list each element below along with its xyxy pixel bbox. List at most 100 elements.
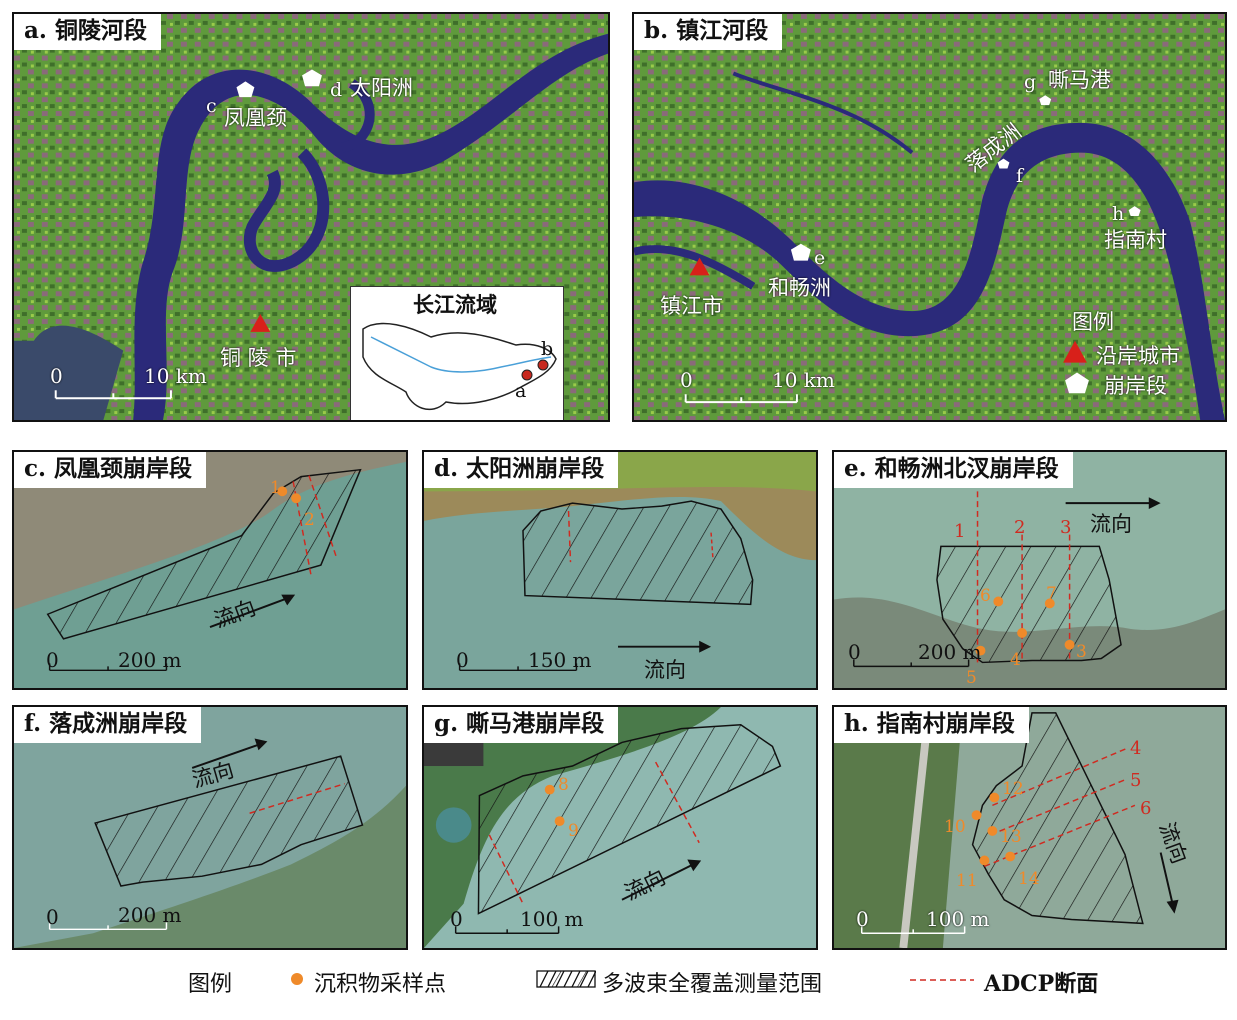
sample-point-8 xyxy=(544,784,555,795)
label-point-12: 12 xyxy=(1002,779,1024,799)
legend-b-bank: 崩岸段 xyxy=(1104,374,1167,398)
panel-f-luochengzhou: f. 落成洲崩岸段 流向 0 200 m xyxy=(12,705,408,950)
label-section-4: 4 xyxy=(1130,738,1142,759)
panel-d-title: d. 太阳洲崩岸段 xyxy=(424,452,619,488)
panel-c-title: c. 凤凰颈崩岸段 xyxy=(14,452,207,488)
scale-g-zero: 0 xyxy=(450,907,463,931)
sample-point-5 xyxy=(975,645,986,656)
label-g-name: 嘶马港 xyxy=(1048,68,1111,92)
scale-c-zero: 0 xyxy=(46,648,59,672)
scale-bar-g xyxy=(454,926,560,934)
panel-b-zhenjiang: b. 镇江河段 g 嘶马港 落成洲 f h 指南村 e 和畅洲 镇江市 图例 沿… xyxy=(632,12,1227,422)
scale-bar-f xyxy=(48,922,168,931)
flow-arrow-e xyxy=(1065,497,1161,510)
label-point-11: 11 xyxy=(956,871,978,891)
label-section-2: 2 xyxy=(1014,517,1026,538)
legend-adcp-icon xyxy=(910,979,974,981)
sample-point-1 xyxy=(277,486,288,497)
panel-g-simagang: g. 嘶马港崩岸段 8 9 流向 0 100 m xyxy=(422,705,818,950)
legend-adcp-label: ADCP断面 xyxy=(984,971,1099,997)
label-point-4: 4 xyxy=(1010,650,1021,670)
label-point-5: 5 xyxy=(966,668,977,688)
flow-label-d: 流向 xyxy=(644,658,686,682)
label-point-1: 1 xyxy=(270,478,281,498)
scale-a-zero: 0 xyxy=(50,364,63,388)
sample-point-7 xyxy=(1044,598,1055,609)
sample-point-10 xyxy=(971,810,982,821)
panel-g-title: g. 嘶马港崩岸段 xyxy=(424,707,619,743)
scale-g-max: 100 m xyxy=(520,907,584,931)
label-point-14: 14 xyxy=(1018,869,1040,889)
map-h-image xyxy=(834,707,1225,948)
label-e: e xyxy=(814,247,826,269)
map-c-image xyxy=(14,452,406,688)
scale-h-max: 100 m xyxy=(926,907,990,931)
inset-label-a: a xyxy=(515,380,527,402)
flow-arrow-c xyxy=(209,594,296,628)
map-e-image xyxy=(834,452,1225,688)
label-zhenjiang-city: 镇江市 xyxy=(660,294,723,318)
label-d-name: 太阳洲 xyxy=(350,76,413,100)
panel-d-taiyangzhou: d. 太阳洲崩岸段 流向 0 150 m xyxy=(422,450,818,690)
flow-arrow-d xyxy=(618,640,712,653)
label-section-5: 5 xyxy=(1130,770,1142,791)
figure-legend: 图例 沉积物采样点 多波束全覆盖测量范围 ADCP断面 xyxy=(0,960,1237,1000)
bank-marker-d xyxy=(302,69,322,87)
inset-title: 长江流域 xyxy=(413,292,497,317)
label-c-name: 凤凰颈 xyxy=(224,106,287,130)
inset-yangtze-basin: 长江流域 a b xyxy=(350,286,564,420)
legend-b-title: 图例 xyxy=(1072,310,1114,334)
legend-bank-marker xyxy=(1065,372,1089,394)
sample-point-2 xyxy=(291,493,302,504)
map-b-image xyxy=(634,14,1225,420)
scale-d-zero: 0 xyxy=(456,648,469,672)
legend-multibeam-label: 多波束全覆盖测量范围 xyxy=(602,972,823,997)
sample-point-12 xyxy=(989,792,1000,803)
scale-bar-a xyxy=(54,390,172,400)
panel-b-title: b. 镇江河段 xyxy=(634,14,783,50)
scale-c-max: 200 m xyxy=(118,648,182,672)
panel-a-tongling: a. 铜陵河段 c 凤凰颈 d 太阳洲 铜 陵 市 0 10 km 长江流域 a… xyxy=(12,12,610,422)
bank-marker-g xyxy=(1039,95,1052,106)
label-section-6: 6 xyxy=(1140,798,1152,819)
scale-a-max: 10 km xyxy=(144,364,207,388)
legend-city-marker xyxy=(1063,340,1087,363)
legend-sample-icon xyxy=(291,973,303,985)
label-point-3: 3 xyxy=(1076,642,1087,662)
panel-e-hechangzhou: e. 和畅洲北汊崩岸段 1 2 3 6 7 4 3 5 流向 0 200 m xyxy=(832,450,1227,690)
label-tongling-city: 铜 陵 市 xyxy=(220,346,297,370)
scale-e-zero: 0 xyxy=(848,640,861,664)
map-a-image xyxy=(14,14,608,420)
inset-point-a xyxy=(521,369,533,381)
sample-point-9 xyxy=(554,816,565,827)
legend-title: 图例 xyxy=(188,972,233,997)
label-g: g xyxy=(1024,71,1037,93)
label-f: f xyxy=(1016,165,1024,187)
scale-bar-e xyxy=(853,659,970,668)
legend-multibeam-icon xyxy=(536,970,596,988)
label-e-name: 和畅洲 xyxy=(768,276,831,300)
panel-f-title: f. 落成洲崩岸段 xyxy=(14,707,202,743)
scale-b-zero: 0 xyxy=(680,368,693,392)
label-point-7: 7 xyxy=(1046,584,1057,604)
panel-e-title: e. 和畅洲北汊崩岸段 xyxy=(834,452,1073,488)
sample-point-4 xyxy=(1017,628,1028,638)
label-h-name: 指南村 xyxy=(1104,228,1167,252)
scale-bar-c xyxy=(48,663,168,672)
bank-marker-e xyxy=(790,243,811,261)
scale-bar-b xyxy=(684,394,798,404)
scale-d-max: 150 m xyxy=(528,648,592,672)
legend-b-city: 沿岸城市 xyxy=(1096,344,1180,368)
scale-bar-h xyxy=(860,926,966,934)
scale-f-max: 200 m xyxy=(118,903,182,927)
label-point-9: 9 xyxy=(568,821,579,841)
panel-c-fenghuangjing: c. 凤凰颈崩岸段 1 2 流向 0 200 m xyxy=(12,450,408,690)
bank-marker-c xyxy=(236,81,255,98)
legend-sample-label: 沉积物采样点 xyxy=(314,972,447,997)
scale-e-max: 200 m xyxy=(918,640,982,664)
label-point-13: 13 xyxy=(1000,827,1022,847)
panel-h-zhinancun: h. 指南村崩岸段 4 5 6 12 10 13 11 14 流向 0 100 … xyxy=(832,705,1227,950)
inset-label-b: b xyxy=(541,338,554,360)
label-point-10: 10 xyxy=(944,817,966,837)
label-d: d xyxy=(330,79,343,101)
